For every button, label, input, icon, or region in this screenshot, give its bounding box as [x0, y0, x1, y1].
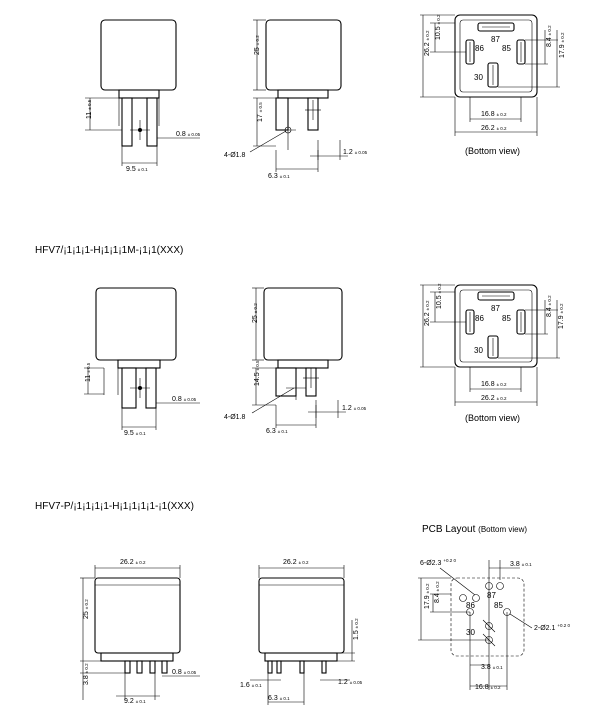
dim-10-5-label-2: 10.5 ± 0.2 [436, 283, 443, 309]
dim-11-label: 11 ± 0.5 [86, 99, 93, 119]
dim-16-8-label: 16.8 ± 0.2 [481, 111, 507, 118]
dim-9-5-label-2: 9.5 ± 0.1 [124, 430, 146, 437]
dim-16-8-label-2: 16.8 ± 0.2 [481, 381, 507, 388]
dim-25-label: 25 ± 0.2 [254, 35, 261, 55]
dim-6-3-label-3: 6.3 ± 0.1 [268, 695, 290, 702]
section-title-3: HFV7-P/¡1¡1¡1¡1-H¡1¡1¡1¡1-¡1(XXX) [35, 501, 194, 512]
side-view-3 [250, 565, 355, 705]
bottom-view-caption-2: (Bottom view) [465, 413, 521, 423]
dim-11-label-2: 11 ± 0.5 [85, 362, 92, 382]
dim-0-8-label-2: 0.8 ± 0.05 [172, 396, 197, 403]
pcb-hole-6-label: 6-Ø2.3 +0.2 0 [420, 558, 456, 567]
pcb-dim-16-8-label: 16.8 ± 0.2 [475, 684, 501, 691]
dim-8-4-label: 8.4 ± 0.2 [546, 25, 553, 47]
pcb-pin-86: 86 [466, 601, 475, 610]
bottom-view-1 [420, 14, 560, 136]
dim-6-3-label-2: 6.3 ± 0.1 [266, 428, 288, 435]
pcb-hole-2-label: 2-Ø2.1 +0.2 0 [534, 623, 570, 632]
dim-10-5-label: 10.5 ± 0.2 [435, 14, 442, 40]
pcb-pin-87: 87 [487, 591, 496, 600]
pin-30-1: 30 [474, 73, 483, 82]
pin-86-2: 86 [475, 314, 484, 323]
dim-9-5-label: 9.5 ± 0.1 [126, 166, 148, 173]
dim-14-5-label: 14.5 ± 0.5 [254, 360, 261, 386]
dim-17-9-label-2: 17.9 ± 0.2 [558, 303, 565, 329]
pin-86-1: 86 [475, 44, 484, 53]
pcb-dim-8-4-label: 8.4 ± 0.2 [434, 581, 441, 603]
dim-0-8-label: 0.8 ± 0.05 [176, 131, 201, 138]
pcb-layout-caption: PCB Layout (Bottom view) [422, 524, 528, 535]
bottom-view-2 [420, 284, 560, 406]
pcb-dim-3-8-bottom-label: 3.8 ± 0.1 [481, 664, 503, 671]
hole-label-2: 4-Ø1.8 [224, 414, 246, 421]
dim-26-2-top-label-3a: 26.2 ± 0.2 [120, 559, 146, 566]
pin-85-2: 85 [502, 314, 511, 323]
side-view-1 [249, 19, 348, 172]
front-view-3 [80, 565, 200, 700]
side-view-2 [251, 287, 346, 428]
front-view-2 [84, 287, 200, 430]
pcb-dim-3-8-top-label: 3.8 ± 0.1 [510, 561, 532, 568]
dim-17-label: 17 ± 0.5 [257, 102, 264, 122]
dim-26-2-h-label: 26.2 ± 0.2 [481, 125, 507, 132]
pcb-pin-30: 30 [466, 628, 475, 637]
dim-25-label-2: 25 ± 0.2 [252, 303, 259, 323]
dim-1-2-label: 1.2 ± 0.05 [343, 149, 368, 156]
dim-8-4-label-2: 8.4 ± 0.2 [546, 295, 553, 317]
hole-label-1: 4-Ø1.8 [224, 152, 246, 159]
pin-85-1: 85 [502, 44, 511, 53]
dim-1-2-label-3: 1.2 ± 0.05 [338, 679, 363, 686]
front-view-1 [85, 19, 200, 166]
dim-26-2-v-label: 26.2 ± 0.2 [424, 30, 431, 56]
pcb-dim-17-9-label: 17.9 ± 0.2 [424, 583, 431, 609]
dim-17-9-label: 17.9 ± 0.2 [559, 32, 566, 58]
pcb-layout [418, 560, 533, 690]
dim-1-5-label: 1.5 ± 0.2 [353, 618, 360, 640]
dim-1-2-label-2: 1.2 ± 0.05 [342, 405, 367, 412]
dim-26-2-top-label-3b: 26.2 ± 0.2 [283, 559, 309, 566]
dim-9-2-label: 9.2 ± 0.1 [124, 698, 146, 705]
dim-25-label-3: 25 ± 0.2 [83, 599, 90, 619]
pcb-pin-85: 85 [494, 601, 503, 610]
pin-87-2: 87 [491, 304, 500, 313]
pin-87-1: 87 [491, 35, 500, 44]
dim-26-2-v-label-2: 26.2 ± 0.2 [424, 300, 431, 326]
dim-26-2-h-label-2: 26.2 ± 0.2 [481, 395, 507, 402]
bottom-view-caption-1: (Bottom view) [465, 146, 521, 156]
dim-1-6-label: 1.6 ± 0.1 [240, 682, 262, 689]
section-title-2: HFV7/¡1¡1¡1-H¡1¡1¡1M-¡1¡1(XXX) [35, 245, 184, 256]
dim-6-3-label: 6.3 ± 0.1 [268, 173, 290, 180]
dim-0-8-label-3: 0.8 ± 0.05 [172, 669, 197, 676]
pin-30-2: 30 [474, 346, 483, 355]
dim-3-8-label: 3.8 ± 0.2 [83, 663, 90, 685]
